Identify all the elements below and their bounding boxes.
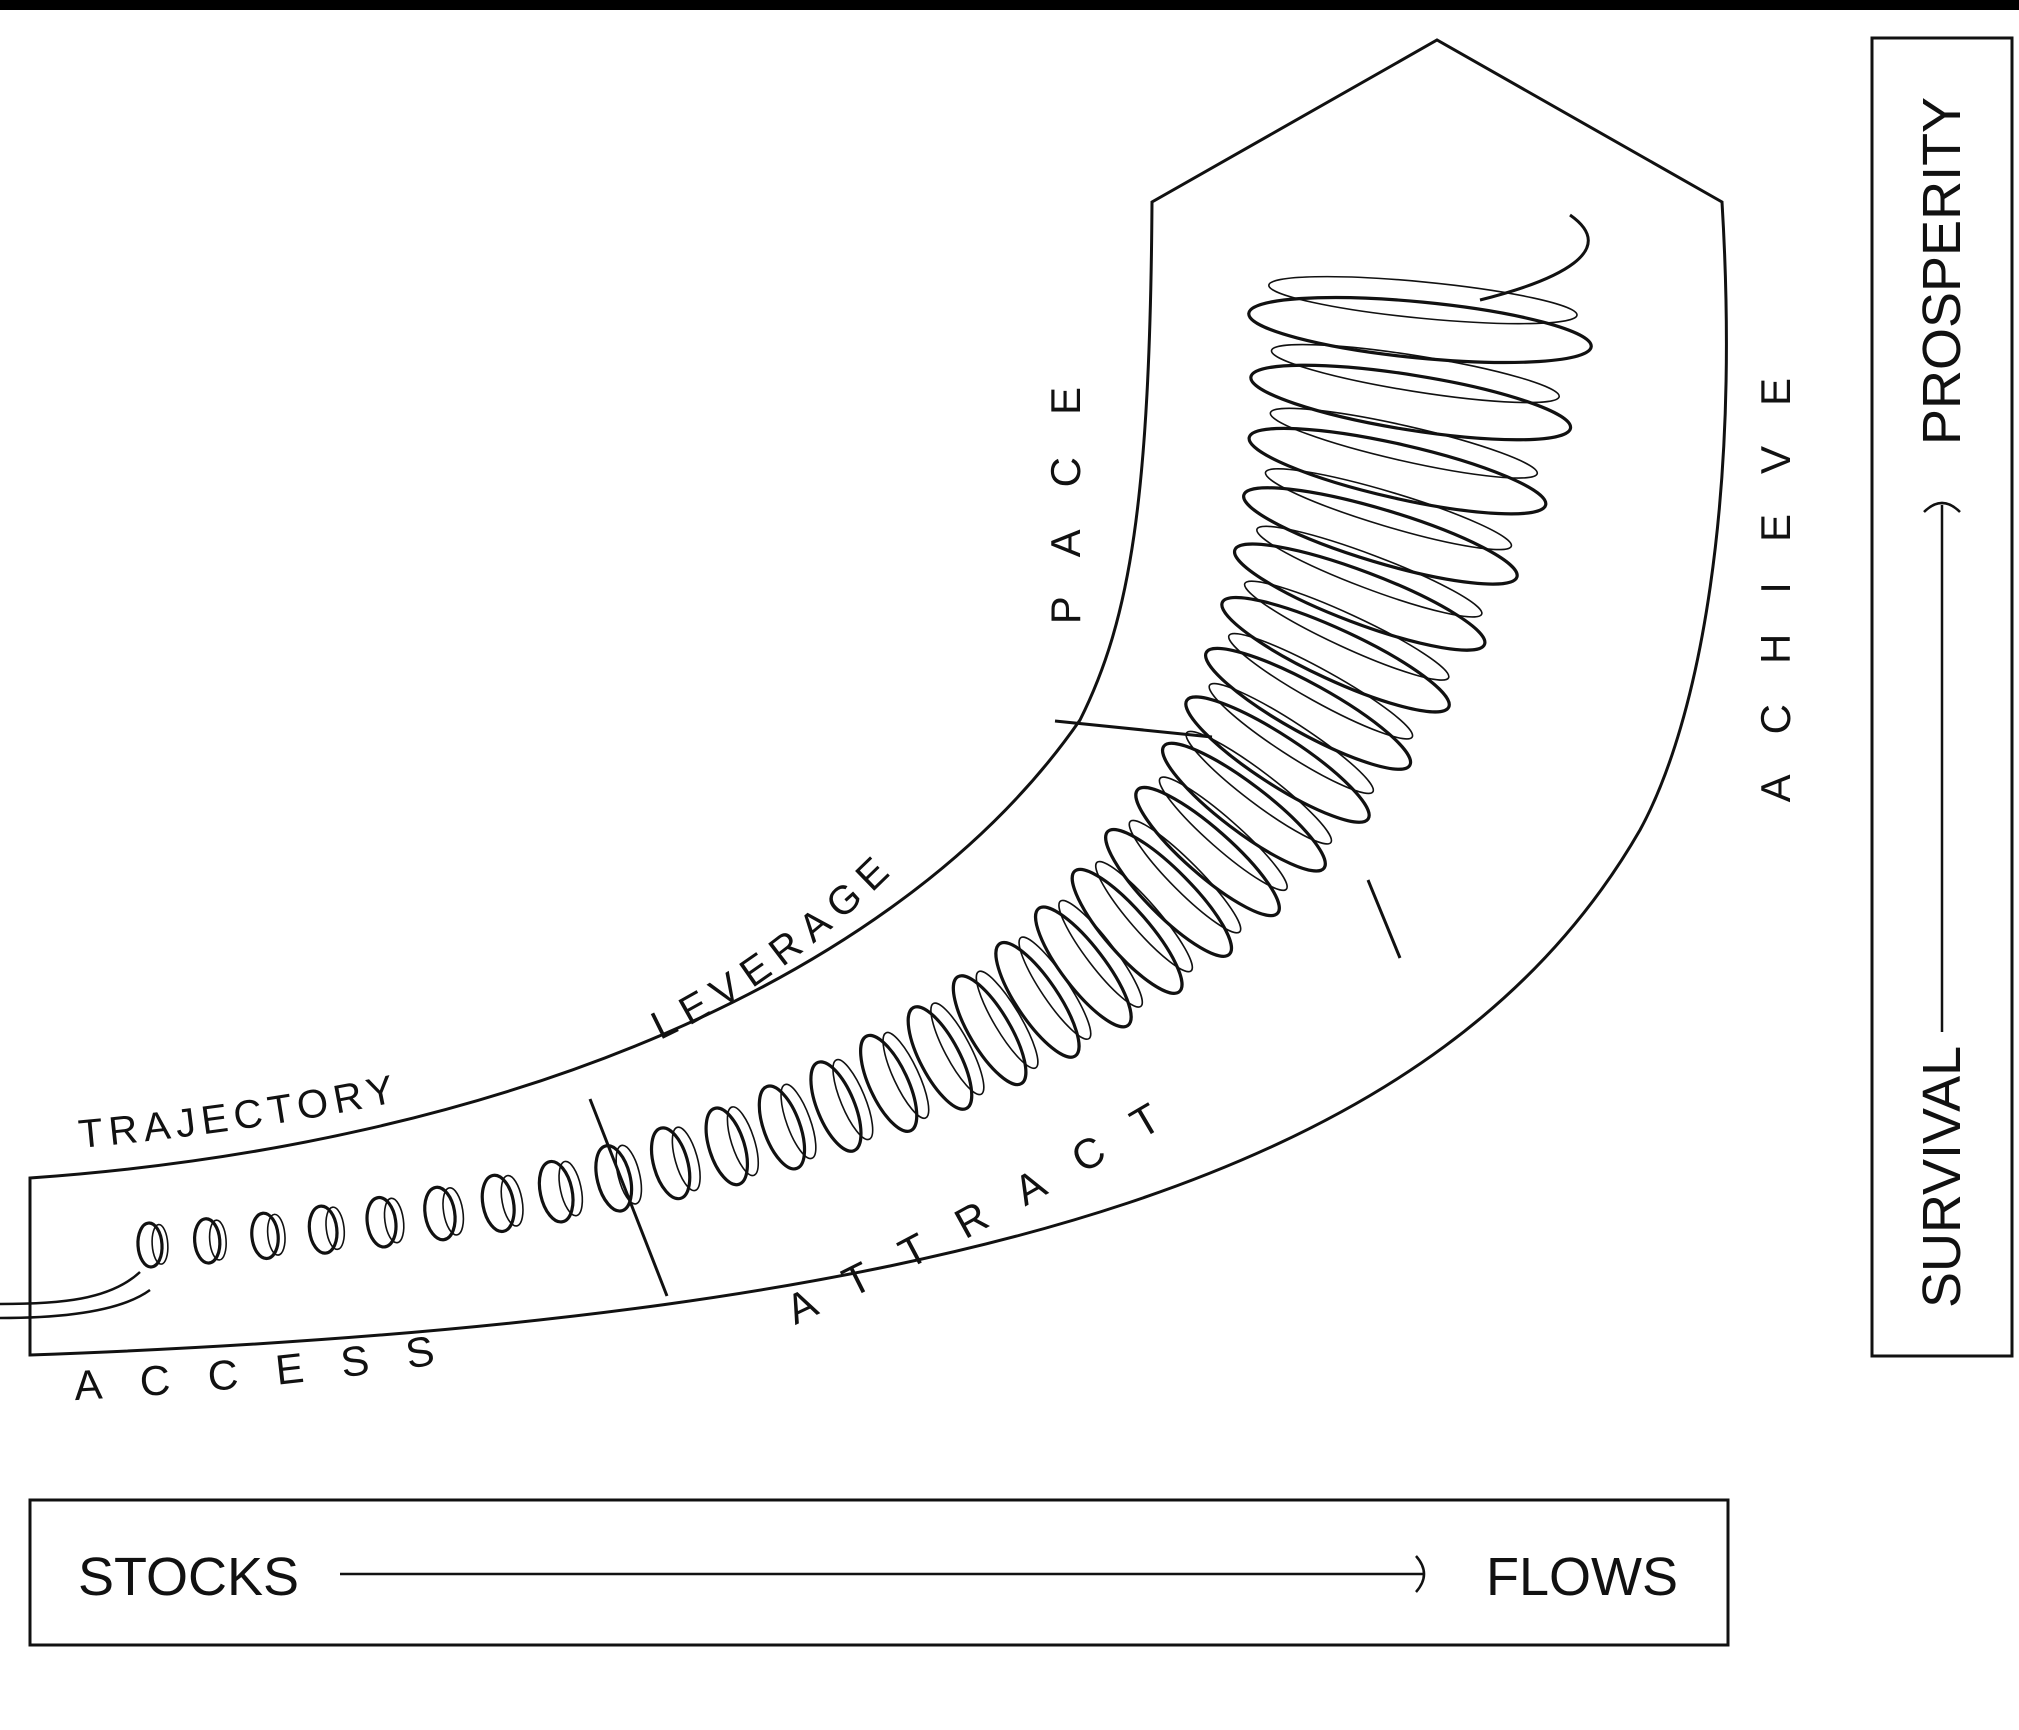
label-access: ACCESS xyxy=(73,1320,475,1409)
stocks-flows-axis: STOCKS FLOWS xyxy=(30,1500,1728,1645)
axis-label-flows: FLOWS xyxy=(1486,1547,1678,1607)
divider-attract-achieve-upper xyxy=(1368,880,1400,958)
spiral-coil-inner xyxy=(1267,267,1579,333)
label-trajectory: TRAJECTORY xyxy=(77,1066,404,1157)
label-leverage: LEVERAGE xyxy=(645,842,905,1048)
spiral-coil-inner xyxy=(1267,396,1542,491)
spiral-coil-outer xyxy=(940,966,1038,1094)
spiral-coil-outer xyxy=(801,1055,872,1157)
survival-prosperity-axis: SURVIVAL PROSPERITY xyxy=(1872,38,2012,1356)
inflow-lines xyxy=(0,1272,150,1318)
spiral-coil-outer xyxy=(750,1080,814,1174)
spiral-coil-outer xyxy=(193,1218,222,1264)
divider-attract-achieve-lower xyxy=(1055,721,1212,737)
axis-label-prosperity: PROSPERITY xyxy=(1912,97,1972,445)
spiral-coil-outer xyxy=(307,1205,340,1255)
spiral-coil-outer xyxy=(137,1222,164,1267)
spiral-coil-inner xyxy=(1269,333,1562,414)
funnel-outer-boundary xyxy=(30,40,1726,1355)
axis-label-survival: SURVIVAL xyxy=(1912,1046,1972,1308)
spiral-coil-outer xyxy=(982,932,1092,1068)
spiral-coil-outer xyxy=(250,1212,280,1260)
divider-access-attract xyxy=(590,1099,667,1296)
spiral-coil-outer xyxy=(534,1158,578,1225)
spiral-tail xyxy=(1480,215,1588,300)
label-achieve: ACHIEVE xyxy=(1752,338,1799,802)
label-pace: PACE xyxy=(1042,345,1089,624)
axis-label-stocks: STOCKS xyxy=(78,1547,299,1607)
funnel-outline xyxy=(30,40,1726,1355)
label-attract: ATTRACT xyxy=(779,1075,1201,1334)
spiral-coil-outer xyxy=(896,998,984,1117)
spiral-coil-outer xyxy=(590,1142,638,1215)
